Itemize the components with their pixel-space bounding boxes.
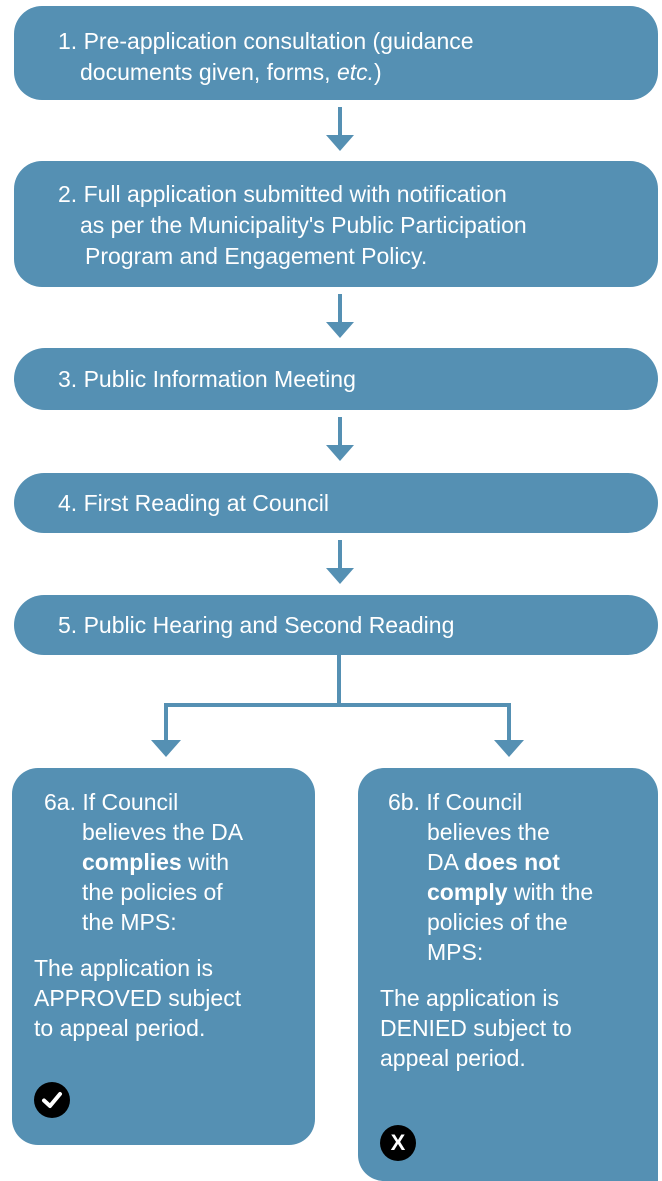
branch-6a-line2: believes the DA (82, 819, 244, 845)
branch-6b-line3: DA does not (427, 849, 560, 875)
branch-6a-line5: the MPS: (82, 909, 177, 935)
branch-6b-result3: appeal period. (380, 1045, 526, 1071)
branch-6b-line4: comply with the (427, 879, 594, 905)
arrow-down-icon (326, 417, 354, 461)
step-4-label: 4. First Reading at Council (58, 490, 330, 516)
branch-6b-line1: 6b. If Council (388, 789, 523, 815)
branch-6a-box: 6a. If Council believes the DA complies … (12, 768, 315, 1145)
branch-6a-result2: APPROVED subject (34, 985, 242, 1011)
step-2-line1: 2. Full application submitted with notif… (58, 181, 507, 207)
checkmark-icon (34, 1082, 70, 1118)
step-4-box: 4. First Reading at Council (14, 473, 658, 533)
branch-6b-line2: believes the (427, 819, 550, 845)
branch-connector (151, 655, 524, 757)
branch-6a-line1: 6a. If Council (44, 789, 179, 815)
branch-6b-line6: MPS: (427, 939, 484, 965)
branch-6b-result1: The application is (380, 985, 559, 1011)
branch-6a-result3: to appeal period. (34, 1015, 206, 1041)
step-2-box: 2. Full application submitted with notif… (14, 161, 658, 287)
arrow-down-icon (326, 107, 354, 151)
branch-6b-line5: policies of the (427, 909, 568, 935)
step-1-box: 1. Pre-application consultation (guidanc… (14, 6, 658, 100)
arrow-down-icon (326, 540, 354, 584)
x-icon-glyph: X (390, 1130, 406, 1155)
step-1-line2: documents given, forms, etc.) (80, 59, 382, 85)
step-3-label: 3. Public Information Meeting (58, 366, 356, 392)
step-3-box: 3. Public Information Meeting (14, 348, 658, 410)
step-5-box: 5. Public Hearing and Second Reading (14, 595, 658, 655)
branch-6a-result1: The application is (34, 955, 213, 981)
step-2-line2: as per the Municipality's Public Partici… (80, 212, 527, 238)
arrow-down-icon (326, 294, 354, 338)
branch-6b-result2: DENIED subject to (380, 1015, 572, 1041)
step-1-line1: 1. Pre-application consultation (guidanc… (58, 28, 474, 54)
step-2-line3: Program and Engagement Policy. (85, 243, 428, 269)
branch-6b-box: 6b. If Council believes the DA does not … (358, 768, 658, 1181)
step-5-label: 5. Public Hearing and Second Reading (58, 612, 455, 638)
branch-6a-line3: complies with (82, 849, 230, 875)
branch-6a-line4: the policies of (82, 879, 223, 905)
x-icon: X (380, 1125, 416, 1161)
